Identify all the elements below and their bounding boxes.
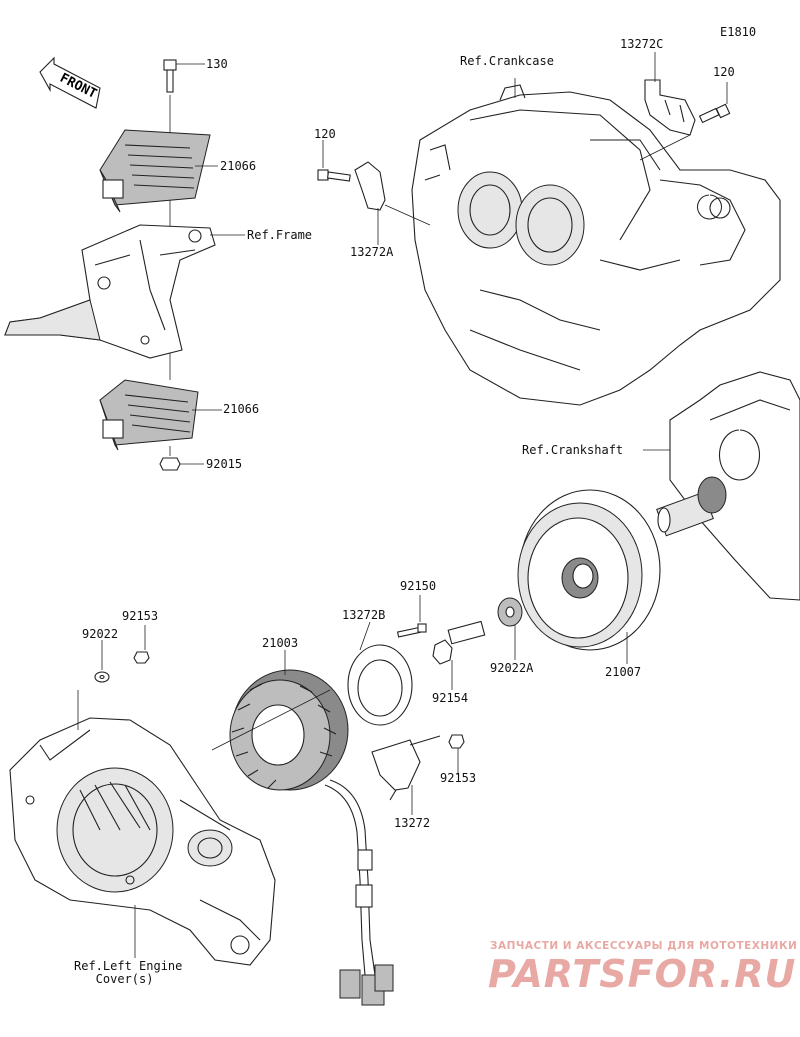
label-ref-crankcase: Ref.Crankcase: [460, 54, 554, 68]
label-120-left: 120: [314, 127, 336, 141]
washer-92022: [94, 625, 150, 683]
label-13272a: 13272A: [350, 245, 394, 259]
label-92154: 92154: [432, 691, 469, 705]
crankcase: [411, 78, 781, 406]
label-13272c: 13272C: [620, 37, 664, 51]
label-92153-mid: 92153: [440, 771, 477, 785]
diagram-code: E1810: [720, 25, 757, 39]
washer-92022a: [497, 597, 523, 660]
label-120-right: 120: [713, 65, 735, 79]
plate-13272b: [347, 621, 413, 726]
bracket-13272a: [317, 140, 431, 245]
regulator-top: [99, 129, 218, 213]
front-arrow-icon: FRONT: [39, 56, 101, 109]
label-13272b: 13272B: [342, 608, 386, 622]
label-21003: 21003: [262, 636, 299, 650]
bolt-92150: [396, 595, 427, 638]
left-engine-cover: [9, 690, 276, 966]
watermark-tagline: ЗАПЧАСТИ И АКСЕССУАРЫ ДЛЯ МОТОТЕХНИКИ: [490, 940, 798, 952]
bolt-92154: [432, 620, 486, 690]
frame-bracket: [4, 224, 245, 359]
watermark-logo: PARTSFOR.RU: [488, 952, 797, 996]
label-ref-crankshaft: Ref.Crankshaft: [522, 443, 624, 457]
label-21066-bottom: 21066: [223, 402, 260, 416]
bracket-13272c: [639, 52, 731, 161]
rotor-21007: [517, 489, 661, 664]
plate-13272: [371, 734, 465, 815]
label-ref-left-cover: Ref.Left Engine Cover(s): [74, 959, 183, 986]
label-130: 130: [206, 57, 228, 71]
stator-21003: [211, 650, 394, 1006]
regulator-bottom: [99, 379, 222, 456]
label-92153-top: 92153: [122, 609, 159, 623]
crankshaft: [643, 371, 800, 601]
label-92022a: 92022A: [490, 661, 534, 675]
label-21066-top: 21066: [220, 159, 257, 173]
nut-92015: [159, 457, 204, 471]
label-92022: 92022: [82, 627, 119, 641]
label-92150: 92150: [400, 579, 437, 593]
label-92015: 92015: [206, 457, 243, 471]
label-ref-frame: Ref.Frame: [247, 228, 313, 242]
label-13272: 13272: [394, 816, 431, 830]
label-21007: 21007: [605, 665, 642, 679]
